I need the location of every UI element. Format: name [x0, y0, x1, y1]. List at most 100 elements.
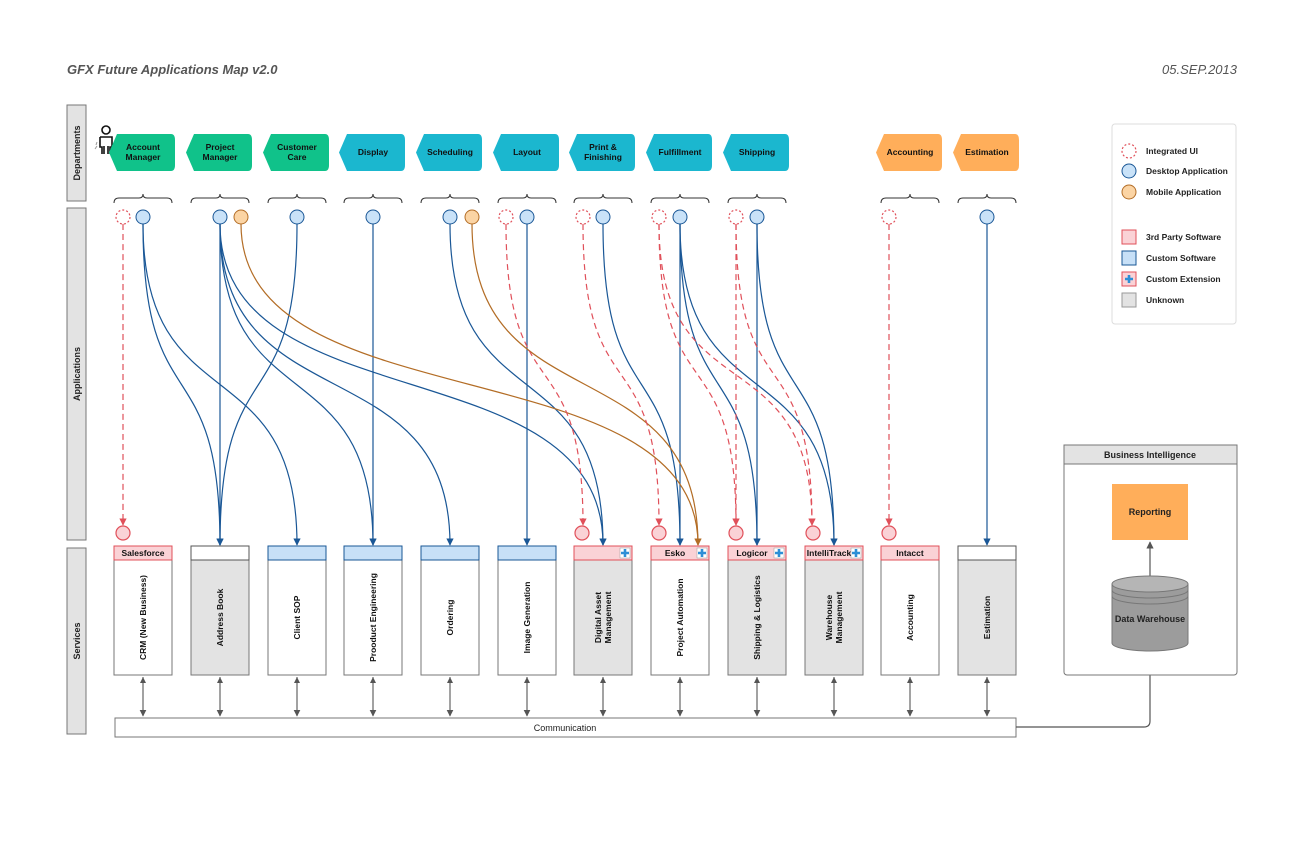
- applications-row: [115, 209, 995, 225]
- department-brace: [343, 193, 403, 204]
- department-brace: [113, 193, 173, 204]
- department-label: Accounting: [887, 147, 934, 157]
- plus-icon: [775, 549, 783, 557]
- department-6[interactable]: Print &Finishing: [569, 134, 635, 204]
- integrated-ui-node[interactable]: [651, 209, 667, 225]
- desktop-app-node[interactable]: [135, 209, 151, 225]
- integrated-ui-node[interactable]: [728, 209, 744, 225]
- department-brace: [650, 193, 710, 204]
- integrated-ui-endpoint: [651, 525, 667, 541]
- integrated-ui-endpoint: [728, 525, 744, 541]
- integrated-ui-endpoint: [881, 525, 897, 541]
- service-6[interactable]: Digital AssetManagement: [573, 525, 633, 717]
- department-11[interactable]: Estimation: [953, 134, 1019, 204]
- arrow-up-icon: [831, 677, 837, 683]
- department-4[interactable]: Scheduling: [416, 134, 482, 204]
- department-brace: [957, 193, 1017, 204]
- arrow-up-icon: [140, 677, 146, 683]
- integrated-ui-node[interactable]: [575, 209, 591, 225]
- mobile-app-node[interactable]: [233, 209, 249, 225]
- reporting-box: [1112, 484, 1188, 540]
- department-brace: [267, 193, 327, 204]
- legend-label: Custom Extension: [1146, 274, 1221, 284]
- plus-icon: [1125, 275, 1133, 283]
- department-label: Scheduling: [427, 147, 473, 157]
- department-8[interactable]: Shipping: [723, 134, 789, 204]
- service-label: Shipping & Logistics: [752, 575, 762, 660]
- app-service-connector: [240, 223, 702, 546]
- service-header-label: Intacct: [896, 548, 924, 558]
- integrated-ui-node[interactable]: [498, 209, 514, 225]
- legend-item-custom-software: Custom Software: [1121, 250, 1216, 266]
- service-11[interactable]: Estimation: [957, 545, 1017, 717]
- legend-item-mobile-app: Mobile Application: [1121, 184, 1221, 200]
- service-3[interactable]: Prooduct Engineering: [343, 545, 403, 717]
- arrow-up-icon: [370, 677, 376, 683]
- desktop-app-node[interactable]: [595, 209, 611, 225]
- row-label-applications: Applications: [66, 207, 87, 541]
- department-brace: [190, 193, 250, 204]
- connector-layer: [119, 223, 991, 546]
- communication-label: Communication: [534, 723, 597, 733]
- arrow-up-icon: [524, 677, 530, 683]
- department-brace: [573, 193, 633, 204]
- service-4[interactable]: Ordering: [420, 545, 480, 717]
- communication-bus: Communication: [114, 717, 1017, 738]
- integrated-ui-icon: [1121, 143, 1137, 159]
- mobile-app-icon: [1121, 184, 1137, 200]
- service-label: Estimation: [982, 596, 992, 639]
- integrated-ui-node[interactable]: [115, 209, 131, 225]
- desktop-app-node[interactable]: [442, 209, 458, 225]
- department-label: Print &Finishing: [584, 142, 622, 162]
- desktop-app-node[interactable]: [212, 209, 228, 225]
- reporting-label: Reporting: [1129, 507, 1172, 517]
- desktop-app-node[interactable]: [365, 209, 381, 225]
- service-label: Address Book: [215, 588, 225, 646]
- business-intelligence-panel: Business Intelligence Reporting Data War…: [1063, 444, 1238, 676]
- unknown-icon: [1121, 292, 1137, 308]
- department-brace: [880, 193, 940, 204]
- service-5[interactable]: Image Generation: [497, 545, 557, 717]
- department-7[interactable]: Fulfillment: [646, 134, 712, 204]
- app-service-connector: [219, 223, 377, 546]
- person-icon: [94, 125, 113, 154]
- desktop-app-node[interactable]: [749, 209, 765, 225]
- service-label: Image Generation: [522, 582, 532, 654]
- integrated-ui-node[interactable]: [881, 209, 897, 225]
- department-5[interactable]: Layout: [493, 134, 559, 204]
- service-2[interactable]: Client SOP: [267, 545, 327, 717]
- desktop-app-node[interactable]: [289, 209, 305, 225]
- service-1[interactable]: Address Book: [190, 545, 250, 717]
- desktop-app-node[interactable]: [979, 209, 995, 225]
- desktop-app-node[interactable]: [519, 209, 535, 225]
- data-warehouse-label: Data Warehouse: [1115, 614, 1185, 624]
- arrow-up-icon: [600, 677, 606, 683]
- legend-label: 3rd Party Software: [1146, 232, 1221, 242]
- diagram-title: GFX Future Applications Map v2.0: [67, 62, 278, 77]
- service-label: Client SOP: [292, 595, 302, 639]
- legend-item-custom-extension: Custom Extension: [1121, 271, 1221, 287]
- arrow-up-icon: [984, 677, 990, 683]
- row-label-applications-text: Applications: [72, 347, 82, 401]
- desktop-app-node[interactable]: [672, 209, 688, 225]
- service-label: WarehouseManagement: [824, 591, 844, 643]
- integrated-ui-endpoint: [115, 525, 131, 541]
- communication-to-warehouse-connector: [1016, 655, 1154, 728]
- department-10[interactable]: Accounting: [876, 134, 942, 204]
- mobile-app-node[interactable]: [464, 209, 480, 225]
- legend-label: Integrated UI: [1146, 146, 1198, 156]
- service-label: CRM (New Business): [138, 575, 148, 660]
- department-3[interactable]: Display: [339, 134, 405, 204]
- app-service-connector: [142, 223, 224, 546]
